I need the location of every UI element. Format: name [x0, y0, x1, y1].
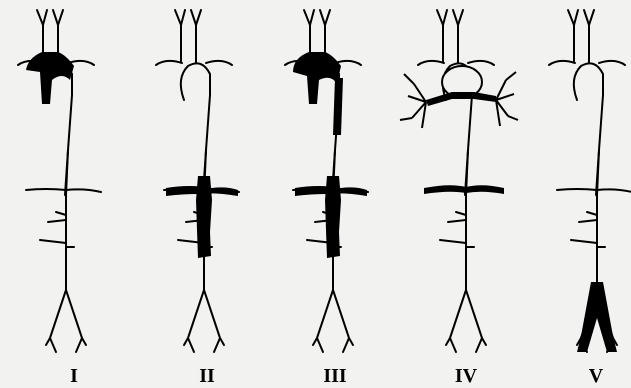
- panel-5-aorta: [549, 10, 631, 352]
- panel-5-label: V: [589, 365, 604, 387]
- panel-1-aorta: [18, 10, 101, 352]
- panel-2-aorta: [156, 10, 239, 352]
- panel-4-label: IV: [455, 365, 478, 387]
- panel-4-aorta: [400, 10, 518, 352]
- panel-3-aorta: [285, 10, 368, 352]
- panel-1-label: I: [70, 365, 78, 387]
- panel-2-label: II: [199, 365, 215, 387]
- panel-3-label: III: [323, 365, 347, 387]
